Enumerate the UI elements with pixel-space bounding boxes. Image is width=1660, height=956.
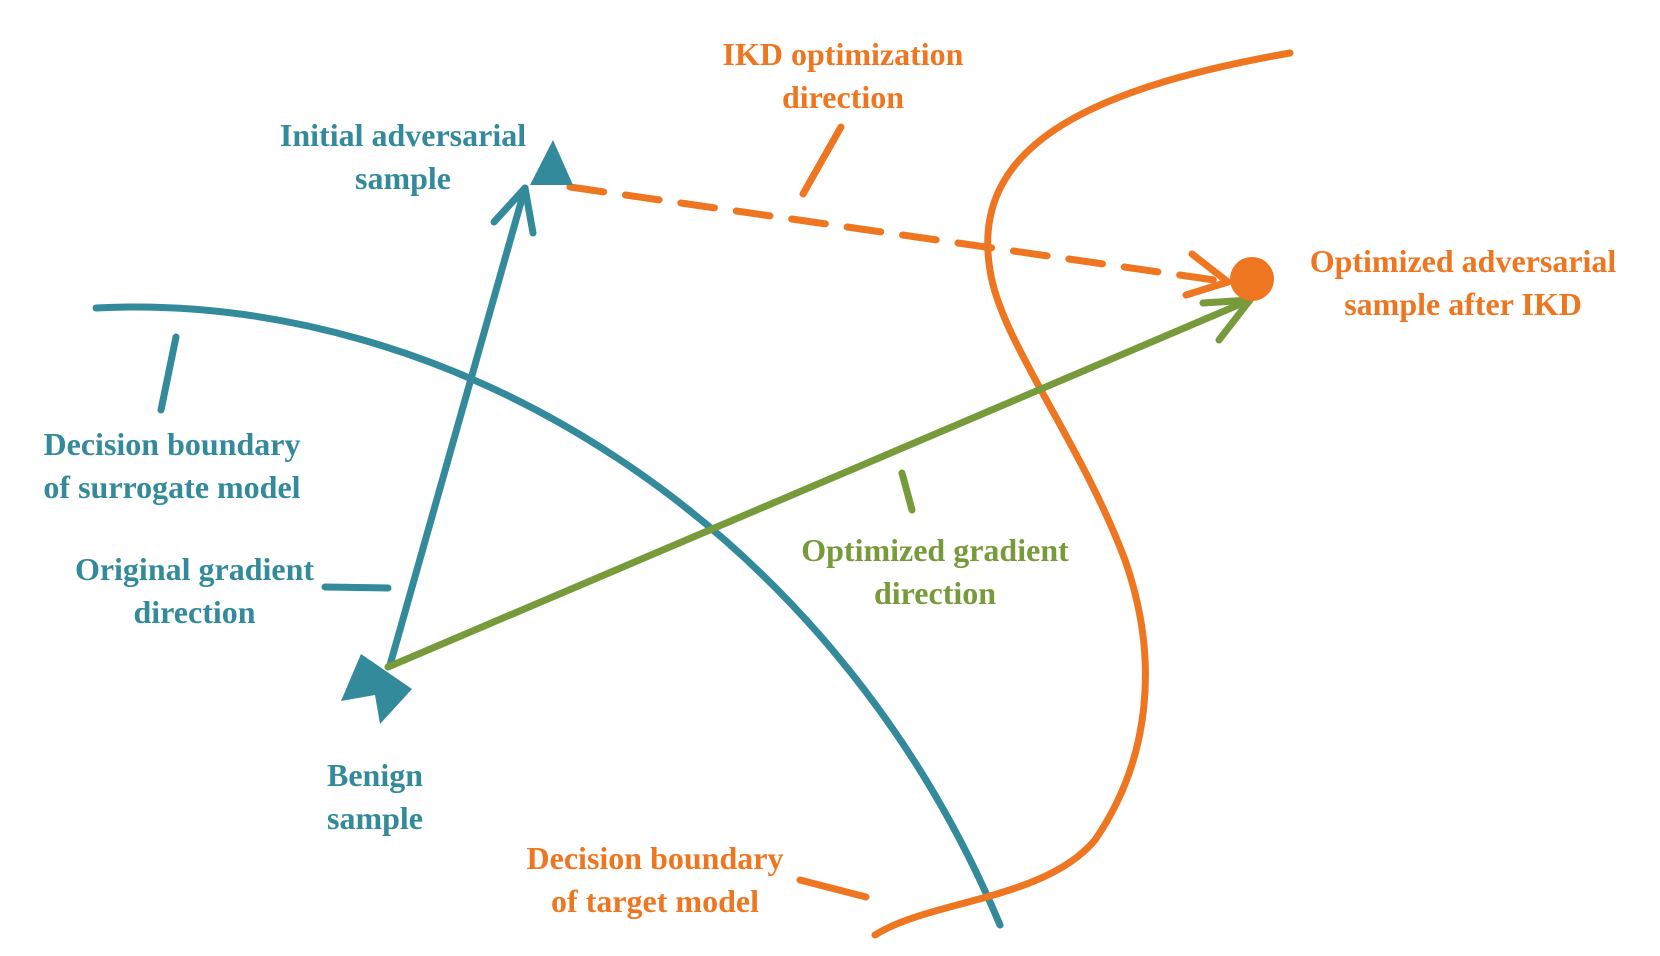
original-gradient-direction-label: Original gradient direction [74,551,315,630]
target-boundary-leader [796,876,870,901]
original-gradient-arrowhead [490,184,537,237]
optimized-gradient-leader [898,469,916,514]
benign-sample-label: Benign sample [326,757,424,836]
original-gradient-arrow [386,184,529,669]
optimized-gradient-arrow [384,296,1254,671]
surrogate-decision-boundary [92,303,1004,929]
ikd-optimization-direction-label: IKD optimization direction [722,36,964,115]
surrogate-boundary-leader [157,333,180,414]
benign-sample-marker [341,654,412,724]
original-gradient-leader [321,583,392,592]
ikd-optimization-arrowhead [1182,250,1232,299]
initial-adversarial-sample-marker [530,140,573,185]
target-decision-boundary [871,49,1294,939]
ikd-optimization-arrow [566,183,1232,286]
target-boundary-label: Decision boundary of target model [526,840,784,919]
surrogate-boundary-label: Decision boundary of surrogate model [43,426,301,505]
initial-adversarial-sample-label: Initial adversarial sample [279,117,527,196]
optimized-adversarial-sample-marker [1230,257,1274,301]
optimized-gradient-direction-label: Optimized gradient direction [801,532,1069,611]
optimized-adversarial-sample-label: Optimized adversarial sample after IKD [1309,243,1617,322]
ikd-direction-leader [799,123,845,198]
